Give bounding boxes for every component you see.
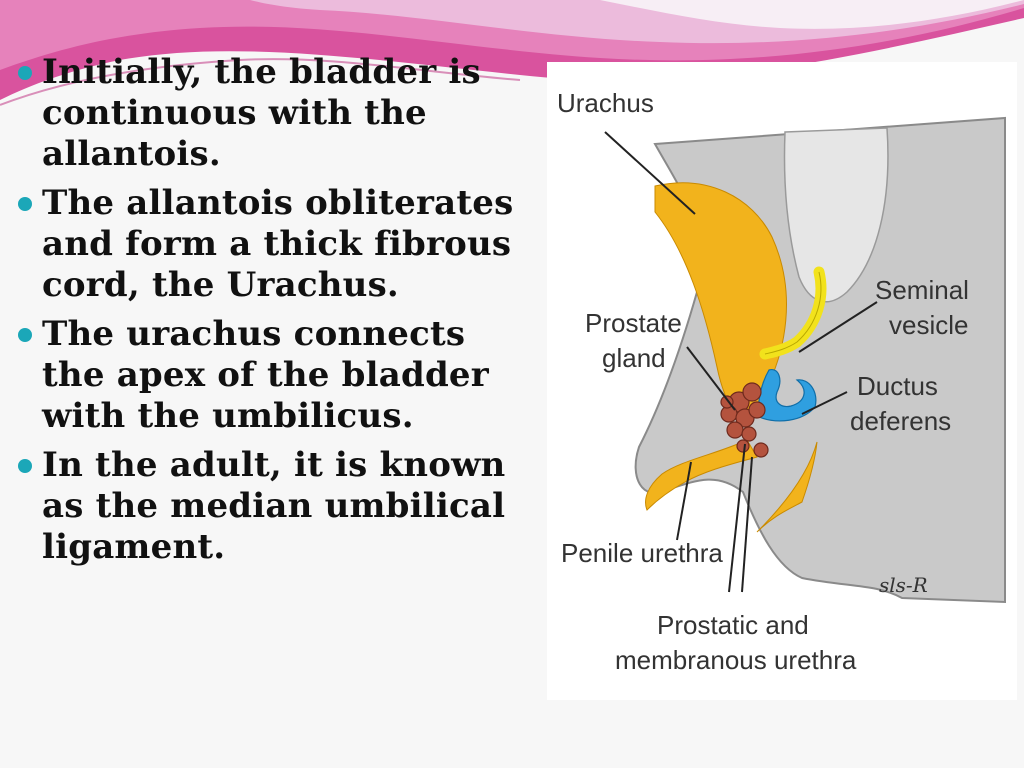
label-prostatic-urethra-line2: membranous urethra (615, 645, 857, 675)
bullet-item: The allantois obliterates and form a thi… (16, 183, 516, 306)
prostate-gland (720, 382, 769, 458)
anatomy-diagram: Urachus Seminal vesicle Prostate gland D… (547, 62, 1017, 700)
bullet-text: Initially, the bladder is continuous wit… (42, 52, 481, 174)
label-seminal-vesicle-line2: vesicle (889, 310, 968, 340)
artist-signature: sls-R (879, 573, 928, 597)
label-urachus: Urachus (557, 88, 654, 118)
label-ductus-deferens-line2: deferens (850, 406, 951, 436)
bullet-dot-icon (18, 459, 32, 473)
penile-urethra (645, 439, 758, 511)
bullet-dot-icon (18, 66, 32, 80)
bullet-text: The urachus connects the apex of the bla… (42, 314, 489, 436)
bullet-item: The urachus connects the apex of the bla… (16, 314, 516, 437)
bullet-text: In the adult, it is known as the median … (42, 445, 506, 567)
label-prostatic-urethra-line1: Prostatic and (657, 610, 809, 640)
label-ductus-deferens-line1: Ductus (857, 371, 938, 401)
header-wave-decoration (0, 0, 1024, 106)
bullet-item: Initially, the bladder is continuous wit… (16, 52, 516, 175)
bullet-dot-icon (18, 328, 32, 342)
leader-lines (604, 131, 878, 593)
bullet-text: The allantois obliterates and form a thi… (42, 183, 514, 305)
label-seminal-vesicle-line1: Seminal (875, 275, 969, 305)
label-prostate-gland-line1: Prostate (585, 308, 682, 338)
bullet-item: In the adult, it is known as the median … (16, 445, 516, 568)
label-penile-urethra: Penile urethra (561, 538, 723, 568)
bullet-list: Initially, the bladder is continuous wit… (16, 52, 516, 576)
label-prostate-gland-line2: gland (602, 343, 666, 373)
lower-urethra-curve (756, 441, 818, 533)
bullet-dot-icon (18, 197, 32, 211)
